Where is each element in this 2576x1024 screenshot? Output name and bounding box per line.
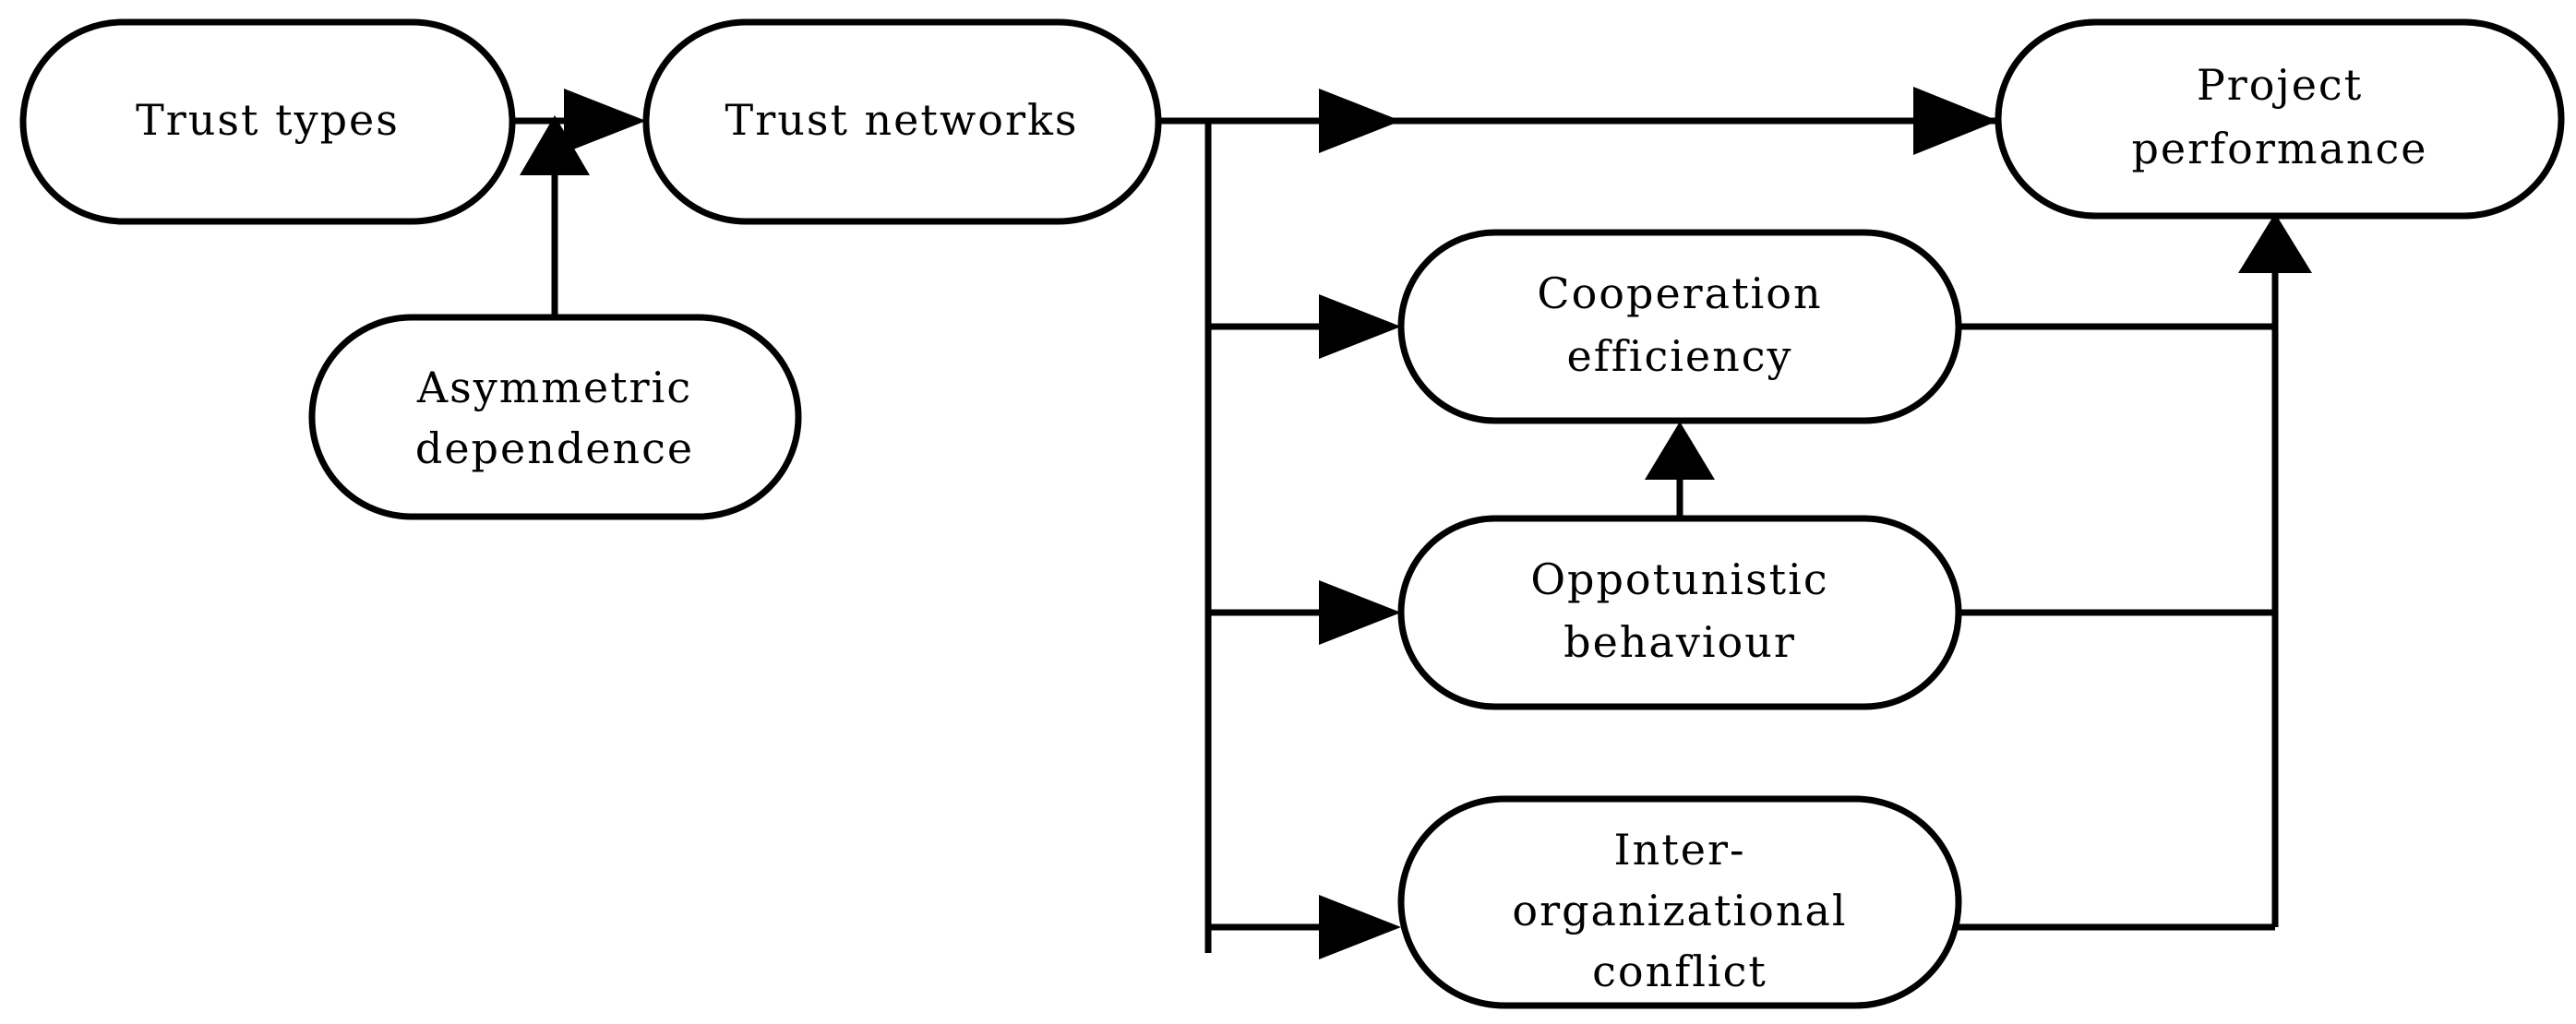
- node-oppotunistic-behaviour-label-line1: Oppotunistic: [1530, 554, 1828, 604]
- arrowhead-up-project-performance-icon: [2238, 213, 2312, 273]
- arrowhead-to-inter-organizational-conflict-icon: [1319, 895, 1401, 959]
- node-inter-organizational-conflict-label-line3: conflict: [1592, 947, 1767, 996]
- node-asymmetric-dependence-label-line1: Asymmetric: [416, 363, 692, 412]
- edge-outcomes-to-project-performance: [1955, 213, 2312, 931]
- node-trust-types[interactable]: Trust types: [19, 18, 516, 225]
- node-oppotunistic-behaviour[interactable]: Oppotunistic behaviour: [1397, 515, 1962, 710]
- node-trust-networks-label: Trust networks: [725, 95, 1079, 145]
- node-trust-types-label: Trust types: [136, 95, 400, 145]
- arrowhead-up-cooperation-icon: [1645, 422, 1715, 480]
- node-asymmetric-dependence-label-line2: dependence: [415, 423, 694, 473]
- node-asymmetric-dependence[interactable]: Asymmetric dependence: [308, 314, 802, 520]
- edge-asymmetric-dependence-to-trust-link: [520, 115, 590, 317]
- node-oppotunistic-behaviour-label-line2: behaviour: [1564, 617, 1796, 667]
- arrowhead-to-oppotunistic-behaviour-icon: [1319, 580, 1401, 645]
- node-cooperation-efficiency[interactable]: Cooperation efficiency: [1397, 229, 1962, 424]
- node-inter-organizational-conflict-label-line2: organizational: [1512, 886, 1847, 935]
- edge-trust-types-to-trust-networks: [509, 89, 646, 153]
- node-project-performance-label-line1: Project: [2197, 60, 2363, 110]
- node-cooperation-efficiency-label-line2: efficiency: [1566, 331, 1792, 381]
- edge-oppotunistic-to-cooperation: [1645, 422, 1715, 518]
- node-project-performance[interactable]: Project performance: [1995, 18, 2565, 220]
- edge-trust-networks-to-project-performance: [1208, 87, 1998, 155]
- arrowhead-right-icon: [564, 89, 646, 153]
- node-trust-networks[interactable]: Trust networks: [642, 18, 1162, 225]
- arrowhead-right-project-icon: [1913, 87, 1998, 155]
- node-project-performance-label-line2: performance: [2131, 124, 2427, 173]
- node-inter-organizational-conflict[interactable]: Inter- organizational conflict: [1397, 795, 1962, 1009]
- arrowhead-to-cooperation-efficiency-icon: [1319, 294, 1401, 359]
- arrowhead-up-icon: [520, 115, 590, 175]
- node-cooperation-efficiency-label-line1: Cooperation: [1537, 268, 1822, 318]
- node-inter-organizational-conflict-label-line1: Inter-: [1613, 825, 1745, 875]
